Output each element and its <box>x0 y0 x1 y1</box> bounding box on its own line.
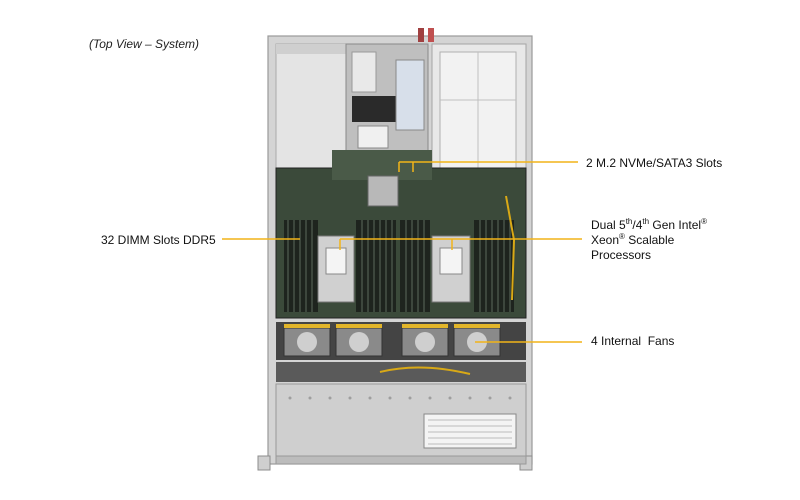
fans-label: 4 Internal Fans <box>591 334 675 348</box>
cable-area <box>276 362 526 382</box>
cpu-label-line1: Dual 5th/4th Gen Intel® <box>591 217 707 233</box>
dimm-slots-label: 32 DIMM Slots DDR5 <box>101 233 216 247</box>
caption: (Top View – System) <box>89 37 200 51</box>
cpu-label-line3: Processors <box>591 248 652 262</box>
left-bay <box>275 43 347 169</box>
cpu-label: Dual 5th/4th Gen Intel® Xeon® Scalable P… <box>591 218 707 263</box>
m2-slots-label: 2 M.2 NVMe/SATA3 Slots <box>586 156 723 170</box>
cpu-label-line2: Xeon® Scalable <box>591 232 675 248</box>
front-handle <box>257 455 271 471</box>
